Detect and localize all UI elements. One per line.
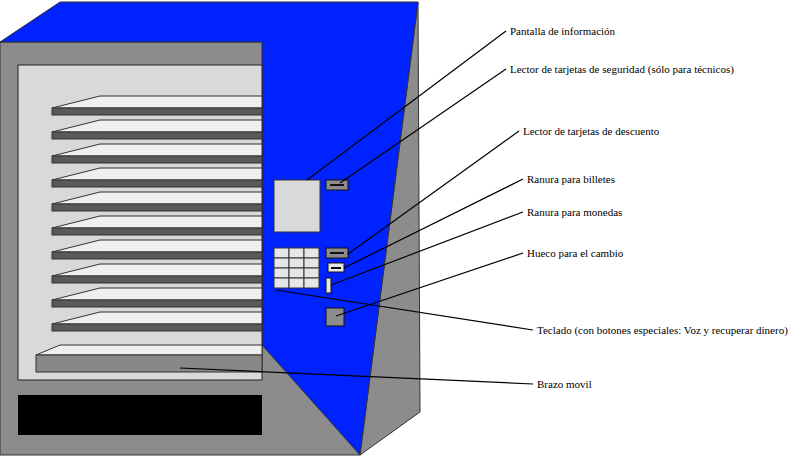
leader-line <box>307 31 506 180</box>
shelf-top <box>52 120 262 132</box>
leader-line <box>336 253 523 316</box>
shelf-top <box>52 264 262 276</box>
shelf-top <box>52 312 262 324</box>
leader-line <box>348 131 519 254</box>
keypad-key <box>304 278 319 288</box>
leader-line <box>340 69 506 183</box>
keypad-key <box>274 268 289 278</box>
keypad-key <box>289 278 304 288</box>
shelf-front <box>52 276 262 283</box>
shelf-front <box>52 156 262 163</box>
shelf-top <box>52 288 262 300</box>
reader-slot <box>330 184 344 186</box>
part-label: Ranura para monedas <box>527 205 622 219</box>
keypad-key <box>304 258 319 268</box>
shelf-top <box>52 192 262 204</box>
shelf-front <box>52 180 262 187</box>
keypad-key <box>289 268 304 278</box>
arm-top <box>36 345 262 355</box>
part-label: Lector de tarjetas de descuento <box>523 124 659 138</box>
part-label: Hueco para el cambio <box>527 246 623 260</box>
part-label: Pantalla de información <box>510 24 615 38</box>
moving-arm <box>36 355 262 372</box>
shelf-top <box>52 216 262 228</box>
keypad-key <box>274 278 289 288</box>
shelves <box>52 96 262 331</box>
keypad-key <box>304 248 319 258</box>
coin-slot <box>326 278 331 293</box>
part-label: Teclado (con botones especiales: Voz y r… <box>537 323 788 337</box>
change-tray <box>326 308 344 326</box>
leader-line <box>276 290 533 330</box>
leader-line <box>180 368 533 384</box>
shelf-top <box>52 240 262 252</box>
shelf-front <box>52 324 262 331</box>
machine-panel <box>0 2 418 455</box>
keypad <box>274 248 319 288</box>
keypad-key <box>289 248 304 258</box>
bill-slot-opening <box>331 267 341 269</box>
shelf-top <box>52 96 262 108</box>
info-screen <box>274 180 320 232</box>
reader-slot <box>330 252 344 254</box>
window <box>18 65 262 380</box>
keypad-key <box>274 258 289 268</box>
shelf-top <box>52 144 262 156</box>
part-label: Brazo movil <box>537 377 592 391</box>
security-reader <box>326 180 348 190</box>
shelf-front <box>52 252 262 259</box>
keypad-key <box>274 248 289 258</box>
discount-reader <box>326 248 348 258</box>
shelf-front <box>52 204 262 211</box>
keypad-key <box>304 268 319 278</box>
keypad-key <box>289 258 304 268</box>
leader-line <box>331 212 523 285</box>
shelf-front <box>52 228 262 235</box>
shelf-front <box>52 132 262 139</box>
shelf-front <box>52 300 262 307</box>
bill-slot <box>328 263 344 272</box>
shelf-top <box>52 168 262 180</box>
part-label: Lector de tarjetas de seguridad (sólo pa… <box>510 62 734 76</box>
part-label: Ranura para billetes <box>527 172 615 186</box>
leader-line <box>344 179 523 268</box>
dispenser <box>18 395 262 435</box>
shelf-front <box>52 108 262 115</box>
